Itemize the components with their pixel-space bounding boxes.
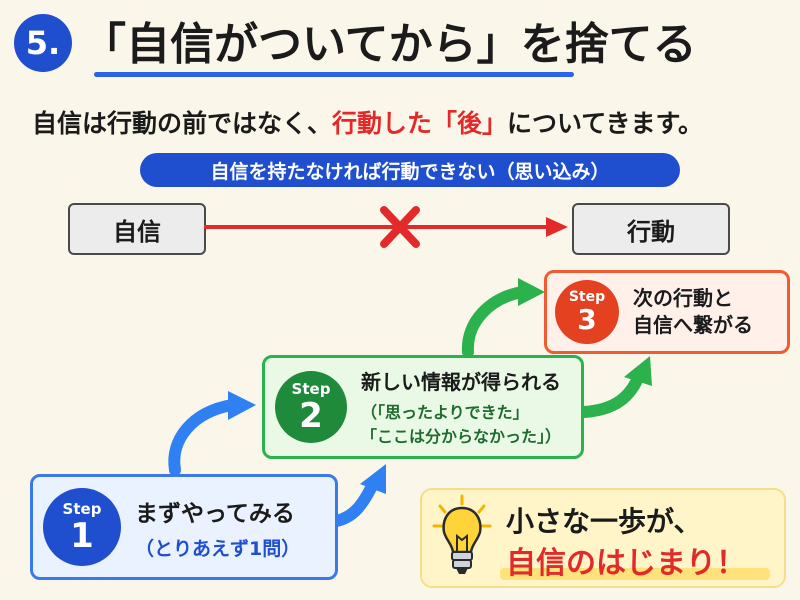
belief-pill-text: 自信を持たなければ行動できない（思い込み）: [210, 160, 610, 183]
section-number-badge: 5.: [14, 14, 72, 72]
step2-title: 新しい情報が得られる: [361, 370, 561, 395]
step2-badge: Step 2: [275, 371, 347, 443]
subtitle-part1: 自信は行動の前ではなく、: [32, 109, 333, 138]
step3-card: Step 3 次の行動と 自信へ繋がる: [544, 270, 790, 354]
step3-badge-number: 3: [577, 303, 597, 336]
step3-title-line2: 自信へ繋がる: [633, 313, 753, 337]
callout-highlight: [500, 568, 770, 580]
subtitle: 自信は行動の前ではなく、行動した「後」についてきます。: [32, 104, 703, 140]
step2-sub-line2: 「ここは分からなかった」）: [361, 426, 562, 446]
page-title: 「自信がついてから」を捨てる: [82, 19, 697, 70]
step1-text: まずやってみる （とりあえず1問）: [135, 494, 300, 561]
step1-badge: Step 1: [43, 488, 121, 566]
action-box: 行動: [572, 203, 730, 255]
step1-title: まずやってみる: [135, 500, 295, 527]
arrow-step1-right-icon: [324, 464, 386, 528]
step1-sub: （とりあえず1問）: [135, 537, 301, 560]
step1-badge-label: Step: [62, 499, 102, 518]
step1-card: Step 1 まずやってみる （とりあえず1問）: [30, 474, 338, 580]
belief-pill: 自信を持たなければ行動できない（思い込み）: [140, 153, 680, 187]
step3-badge-label: Step: [568, 289, 606, 305]
cross-icon: [380, 206, 420, 248]
callout-line1: 小さな一歩が、: [506, 505, 702, 538]
step3-badge: Step 3: [555, 280, 619, 344]
blocked-arrow: [204, 217, 568, 237]
step2-badge-label: Step: [291, 379, 331, 398]
step2-text: 新しい情報が得られる （「思ったよりできた」 「ここは分からなかった」）: [361, 366, 561, 447]
step2-sub-line1: （「思ったよりできた」: [361, 403, 529, 423]
step2-badge-number: 2: [299, 395, 323, 436]
callout-line2: 自信のはじまり！: [506, 546, 746, 581]
step3-text: 次の行動と 自信へ繋がる: [633, 285, 753, 339]
subtitle-part3: についてきます。: [507, 109, 704, 138]
section-number: 5.: [25, 24, 61, 62]
step1-badge-number: 1: [70, 515, 94, 556]
confidence-box-label: 自信: [113, 217, 161, 246]
confidence-box: 自信: [68, 203, 206, 255]
arrow-step2-right-icon: [578, 356, 652, 418]
subtitle-highlight: 行動した「後」: [332, 109, 508, 138]
step2-card: Step 2 新しい情報が得られる （「思ったよりできた」 「ここは分からなかっ…: [262, 355, 584, 459]
action-box-label: 行動: [627, 217, 675, 246]
step3-title-line1: 次の行動と: [633, 286, 733, 310]
arrow-step2-up-icon: [461, 278, 545, 358]
lightbulb-icon: [432, 494, 492, 574]
arrow-step1-up-icon: [168, 391, 256, 476]
title-underline: [94, 72, 574, 77]
